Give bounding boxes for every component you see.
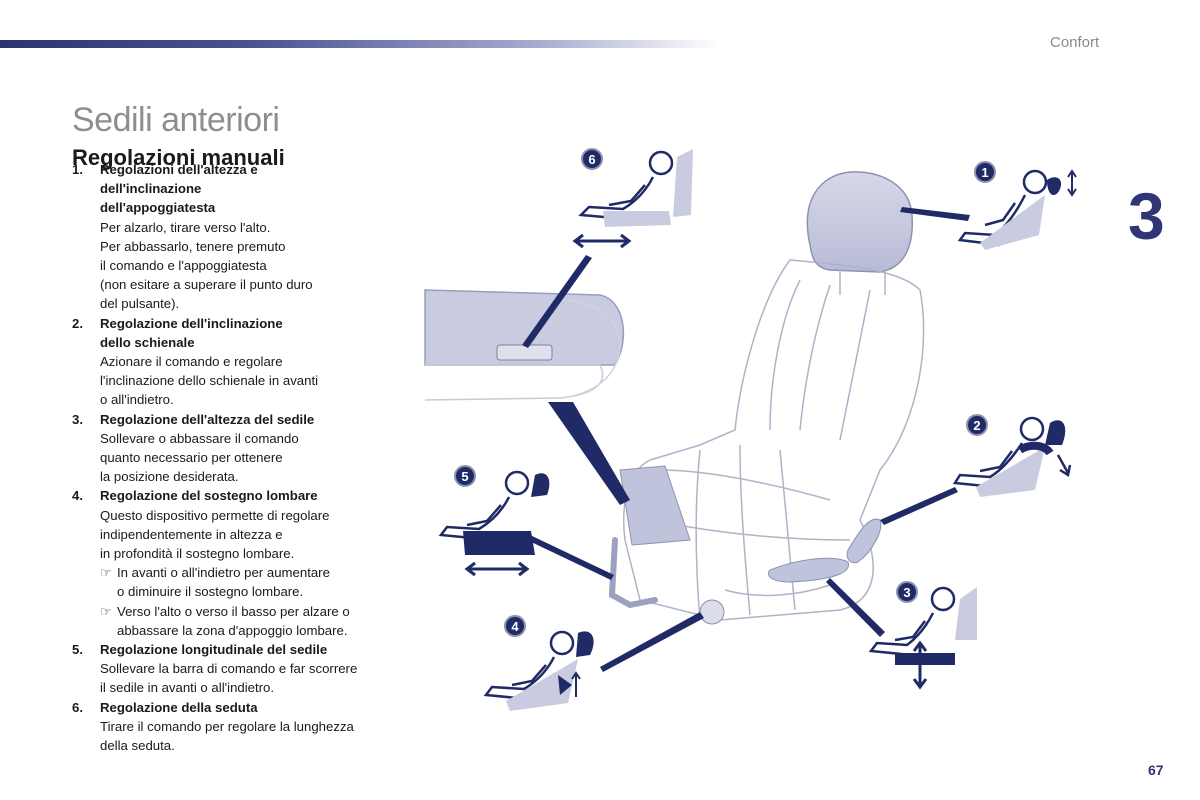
height-lever bbox=[767, 557, 850, 583]
pictogram-4 bbox=[483, 630, 594, 711]
item-number: 6. bbox=[72, 699, 83, 715]
pointer-lines bbox=[522, 207, 970, 672]
callout-label: 3 bbox=[903, 585, 910, 600]
item-number: 2. bbox=[72, 315, 83, 331]
item-body: Sollevare la barra di comando e far scor… bbox=[100, 661, 358, 696]
seat-cushion-inset bbox=[424, 289, 625, 401]
item-body: Sollevare o abbassare il comando quanto … bbox=[100, 430, 299, 485]
chapter-number: 3 bbox=[1128, 179, 1165, 253]
callout-badge-2: 2 bbox=[966, 414, 988, 436]
callout-badge-6: 6 bbox=[581, 148, 603, 170]
item-body: Per alzarlo, tirare verso l'alto. Per ab… bbox=[100, 219, 313, 312]
list-item: 6. Regolazione della seduta Tirare il co… bbox=[72, 698, 402, 756]
header-gradient-bar bbox=[0, 40, 720, 48]
list-item: 2. Regolazione dell'inclinazione dello s… bbox=[72, 314, 402, 410]
list-item: 5. Regolazione longitudinale del sedile … bbox=[72, 640, 402, 698]
callout-badge-1: 1 bbox=[974, 161, 996, 183]
callout-badge-3: 3 bbox=[896, 581, 918, 603]
item-number: 1. bbox=[72, 162, 83, 177]
callout-label: 5 bbox=[461, 469, 468, 484]
item-number: 4. bbox=[72, 488, 83, 504]
item-body: Questo dispositivo permette di regolare … bbox=[100, 507, 330, 562]
lumbar-knob bbox=[699, 599, 725, 625]
item-body: Azionare il comando e regolare l'inclina… bbox=[100, 354, 319, 408]
item-heading: Regolazione del sostegno lombare bbox=[100, 488, 318, 504]
pictogram-1 bbox=[957, 169, 1077, 250]
list-item: 3. Regolazione dell'altezza del sedile S… bbox=[72, 410, 402, 487]
sub-bullet-text: Verso l'alto o verso il basso per alzare… bbox=[117, 603, 350, 638]
sub-bullet-text: In avanti o all'indietro per aumentare o… bbox=[117, 565, 330, 600]
callout-badge-4: 4 bbox=[504, 615, 526, 637]
adjustment-bar bbox=[608, 537, 658, 609]
list-item: 4. Regolazione del sostegno lombare Ques… bbox=[72, 486, 402, 640]
item-heading: Regolazione dell'altezza del sedile bbox=[100, 411, 315, 427]
seat-cushion-panel bbox=[619, 465, 691, 546]
seat-adjustment-illustration: 1 2 3 4 5 6 bbox=[424, 148, 1077, 711]
section-subtitle: Regolazioni manuali bbox=[72, 145, 285, 171]
callout-label: 4 bbox=[511, 619, 519, 634]
item-heading: Regolazione longitudinale del sedile bbox=[100, 642, 328, 658]
pictogram-3 bbox=[868, 586, 977, 690]
item-body: Tirare il comando per regolare la lunghe… bbox=[100, 718, 354, 754]
pictogram-5 bbox=[438, 470, 550, 577]
adjustment-list: 1. Regolazioni dell'altezza e dell'incli… bbox=[72, 160, 402, 755]
item-heading: Regolazione dell'inclinazione dello schi… bbox=[100, 315, 283, 350]
item-number: 5. bbox=[72, 642, 83, 658]
item-heading: Regolazioni dell'altezza e dell'inclinaz… bbox=[100, 162, 258, 216]
page-number: 67 bbox=[1148, 762, 1164, 778]
list-item: 1. Regolazioni dell'altezza e dell'incli… bbox=[72, 160, 402, 314]
seat-outline bbox=[623, 171, 925, 621]
pointing-hand-icon: ☞ bbox=[100, 603, 112, 619]
item-heading: Regolazione della seduta bbox=[100, 699, 258, 715]
pictogram-6 bbox=[572, 149, 693, 249]
pictogram-2 bbox=[952, 416, 1072, 497]
pointing-hand-icon: ☞ bbox=[100, 565, 112, 581]
sub-bullet: ☞ Verso l'alto o verso il basso per alzar… bbox=[100, 602, 402, 640]
callout-label: 6 bbox=[588, 152, 595, 167]
page-title: Sedili anteriori bbox=[72, 100, 280, 139]
backrest-lever bbox=[846, 518, 882, 564]
section-label: Confort bbox=[1050, 34, 1100, 51]
sub-bullet: ☞ In avanti o all'indietro per aumentare … bbox=[100, 563, 402, 601]
item-number: 3. bbox=[72, 411, 83, 427]
callout-label: 1 bbox=[981, 165, 988, 180]
callout-badge-5: 5 bbox=[454, 465, 476, 487]
callout-label: 2 bbox=[973, 418, 980, 433]
